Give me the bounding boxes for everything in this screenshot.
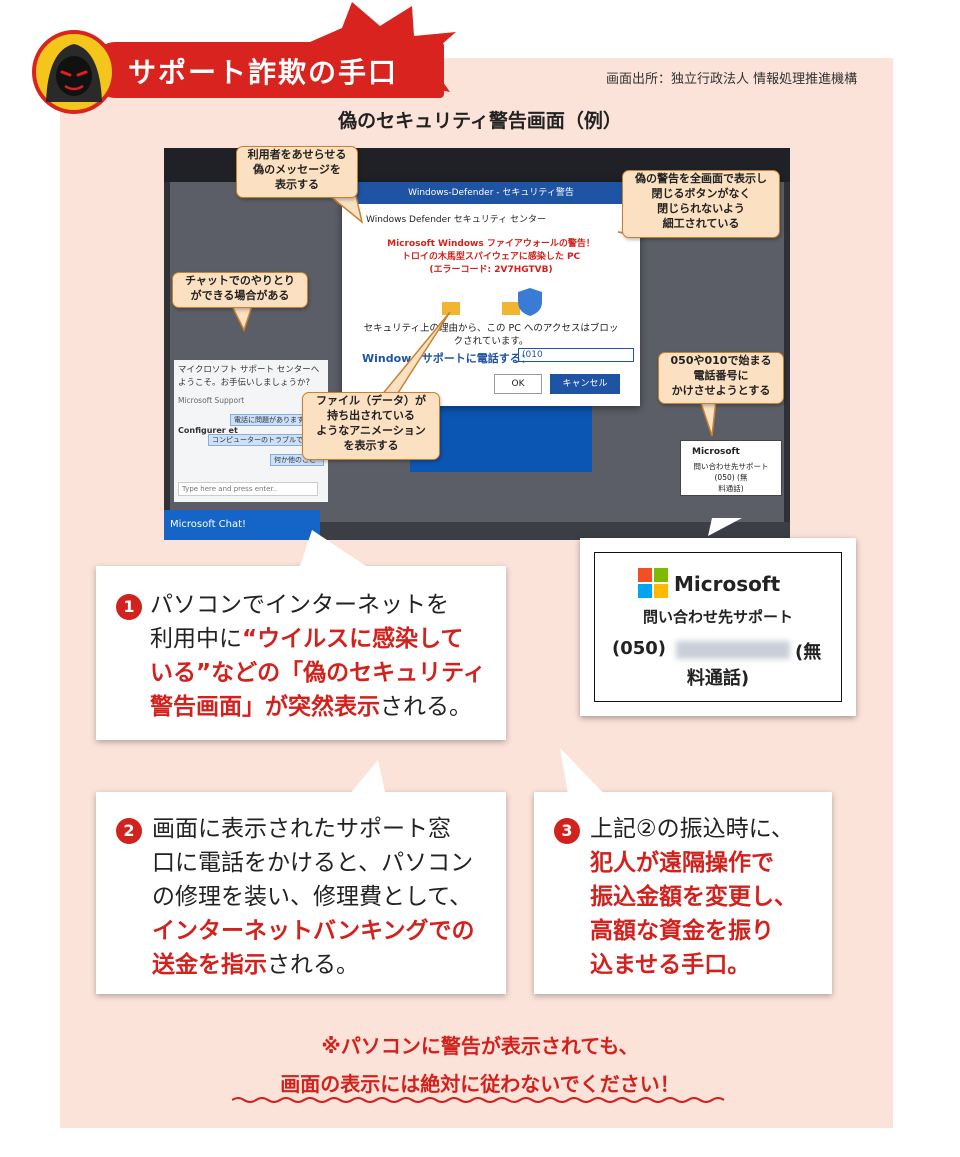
step-text-part: 送金を指示: [152, 952, 267, 978]
chat-chip: 電話に問題がありますか: [230, 414, 324, 426]
mini-card-brand: Microsoft: [692, 447, 740, 457]
support-card-border: [594, 552, 842, 702]
support-card-free-b: 料通話): [686, 668, 750, 689]
step-text-part: パソコンでインターネットを: [150, 592, 449, 618]
mini-support-card: [680, 440, 782, 496]
callout-line: 持ち出されている: [327, 409, 415, 422]
support-card-heading: 問い合わせ先サポート: [642, 608, 793, 626]
step-text-part: 振込金額を変更し、: [590, 884, 797, 910]
callout-line: 電話番号に: [693, 369, 749, 382]
step-text-part: 上記②の振込時に、: [590, 816, 794, 842]
support-card-brand: Microsoft: [674, 572, 781, 596]
step-text-part: “ウイルスに感染して: [242, 626, 464, 652]
page-title: サポート詐欺の手口: [128, 56, 399, 89]
dialog-subtitle: Windows Defender セキュリティ センター: [366, 215, 547, 225]
call-label: Windows サポートに電話する：: [362, 352, 532, 365]
ok-button: OK: [494, 374, 542, 394]
hooded-criminal-icon: [32, 30, 116, 114]
callout-file-animation: ファイル（データ）が 持ち出されている ようなアニメーション を表示する: [302, 392, 440, 460]
callout-line: チャットでのやりとり: [185, 274, 295, 287]
callout-line: を表示する: [343, 439, 399, 452]
body-line: セキュリティ上の理由から、この PC へのアクセスはブロッ: [363, 323, 619, 334]
warning-line: Microsoft Windows ファイアウォールの警告！: [387, 239, 595, 249]
footer-line-1: ※パソコンに警告が表示されても、: [321, 1034, 639, 1058]
step-3-box: [534, 792, 832, 994]
step-text-part: 込ませる手口。: [590, 952, 751, 978]
callout-line: かけさせようとする: [671, 384, 771, 397]
callout-line: ようなアニメーション: [316, 424, 426, 437]
step-1-text: パソコンでインターネットを 利用中に“ウイルスに感染して いる”などの「偽のセキ…: [150, 588, 490, 724]
step-text-part: される。: [267, 952, 359, 978]
step-text-part: の修理を装い、修理費として、: [152, 884, 473, 910]
body-line: クされています。: [453, 336, 529, 347]
mini-card-line: (050) (無: [714, 473, 748, 482]
fake-dialog: Windows-Defender - セキュリティ警告 Windows Defe…: [342, 182, 640, 406]
step-2-text: 画面に表示されたサポート窓 口に電話をかけると、パソコン の修理を装い、修理費と…: [152, 812, 500, 982]
callout-line: 偽の警告を全画面で表示し: [635, 172, 767, 185]
dialog-warning: Microsoft Windows ファイアウォールの警告！ トロイの木馬型スパ…: [342, 238, 640, 277]
step-text-part: される。: [380, 694, 472, 720]
dialog-body: セキュリティ上の理由から、この PC へのアクセスはブロッ クされています。: [358, 322, 624, 348]
warning-line: トロイの木馬型スパイウェアに感染した PC: [401, 252, 581, 262]
figure-title: 偽のセキュリティ警告画面（例）: [338, 110, 622, 132]
chat-input: Type here and press enter..: [178, 482, 318, 496]
callout-line: 偽のメッセージを: [253, 163, 341, 176]
chat-config-label: Configurer et: [178, 426, 238, 435]
callout-hurry: 利用者をあせらせる 偽のメッセージを 表示する: [236, 146, 358, 198]
step-3-number: 3: [554, 818, 580, 844]
chat-message: マイクロソフト サポート センターへようこそ。お手伝いしましょうか?: [178, 365, 320, 388]
title-banner: [88, 42, 444, 98]
support-card-zoom: [580, 538, 856, 716]
folder-shield-icon: [442, 288, 542, 316]
step-text-part: 警告画面」が突然表示: [150, 694, 380, 720]
chat-tab: [164, 510, 320, 540]
callout-line: ファイル（データ）が: [316, 394, 426, 407]
step-text-part: 犯人が遠隔操作で: [590, 850, 774, 876]
callout-line: 閉じられないよう: [657, 202, 745, 215]
footer-line-2: 画面の表示には絶対に従わないでください！: [280, 1072, 680, 1096]
cancel-button: キャンセル: [550, 374, 620, 394]
microsoft-logo-icon: [638, 568, 668, 598]
callout-chat: チャットでのやりとり ができる場合がある: [172, 272, 308, 308]
chat-sender: Microsoft Support: [178, 396, 245, 405]
callout-line: 閉じるボタンがなく: [651, 187, 751, 200]
mini-card-line: 料通話): [718, 484, 744, 493]
step-text-part: 口に電話をかけると、パソコン: [152, 850, 474, 876]
warning-line: (エラーコード: 2V7HGTVB): [429, 265, 553, 275]
step-2-number: 2: [116, 818, 142, 844]
support-card-free: (無: [795, 642, 822, 663]
support-card-phone-prefix: (050): [612, 638, 667, 659]
chat-tab-label: Microsoft Chat!: [170, 519, 247, 530]
step-text-part: 利用中に: [150, 626, 242, 652]
wavy-underline: [232, 1097, 725, 1103]
callout-line: 050や010で始まる: [670, 354, 772, 367]
mini-card-line: 問い合わせ先サポート: [693, 462, 769, 471]
callout-line: 細工されている: [662, 217, 740, 230]
step-2-box: [96, 792, 506, 994]
callout-fullscreen: 偽の警告を全画面で表示し 閉じるボタンがなく 閉じられないよう 細工されている: [622, 170, 780, 238]
callout-line: 表示する: [275, 178, 319, 191]
dialog-header: Windows-Defender - セキュリティ警告: [342, 182, 640, 204]
step-1-number: 1: [116, 594, 142, 620]
taskbar: [164, 522, 790, 540]
source-credit: 画面出所：独立行政法人 情報処理推進機構: [606, 72, 858, 87]
callout-line: ができる場合がある: [190, 289, 290, 302]
blurred-phone-number: [676, 641, 790, 659]
callout-line: 利用者をあせらせる: [247, 148, 347, 161]
mini-card-text: 問い合わせ先サポート (050) (無 料通話): [682, 461, 780, 494]
phone-field: (010: [518, 348, 634, 362]
step-3-text: 上記②の振込時に、 犯人が遠隔操作で 振込金額を変更し、 高額な資金を振り 込ま…: [590, 812, 826, 982]
step-text-part: 画面に表示されたサポート窓: [152, 816, 451, 842]
step-text-part: いる”などの「偽のセキュリティ: [150, 660, 486, 686]
step-text-part: インターネットバンキングでの: [152, 918, 475, 944]
callout-phone: 050や010で始まる 電話番号に かけさせようとする: [658, 352, 784, 404]
second-dialog: [410, 396, 592, 472]
step-1-box: [96, 566, 506, 740]
step-text-part: 高額な資金を振り: [590, 918, 774, 944]
